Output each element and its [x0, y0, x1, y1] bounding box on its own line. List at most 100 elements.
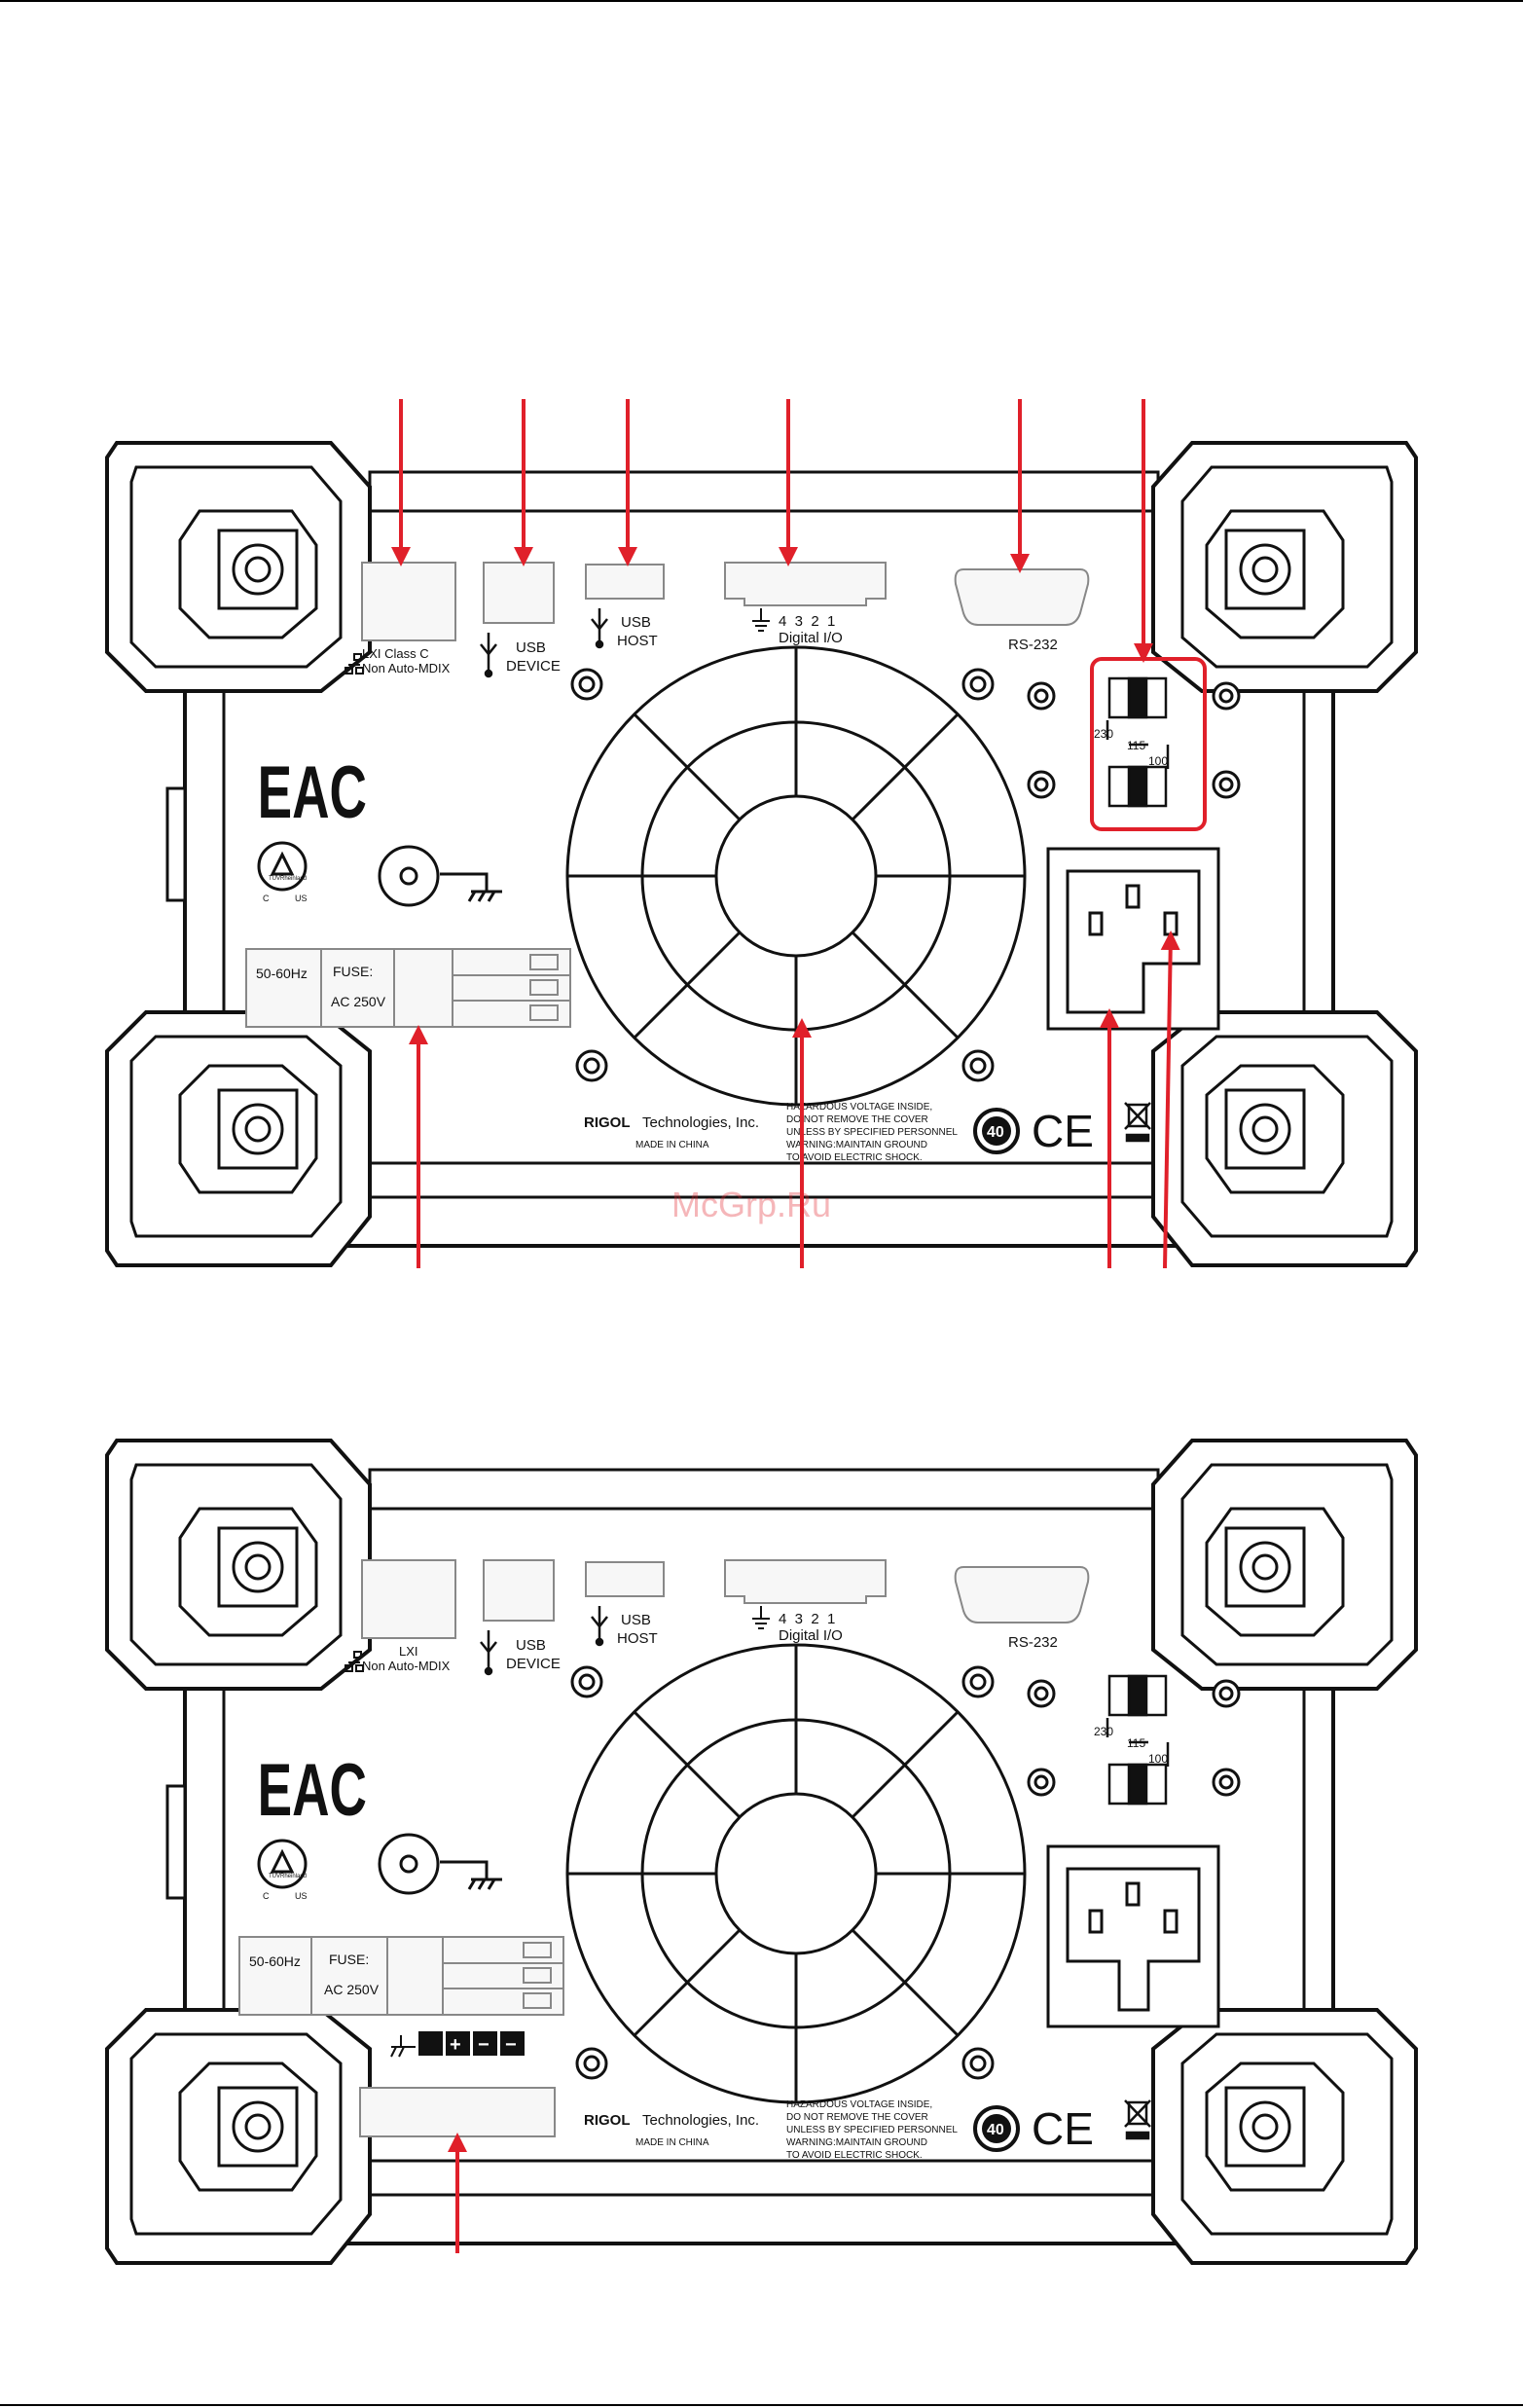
- panel-2: LXI Non Auto-MDIX USB DEVICE USB HOST 4 …: [105, 1439, 1418, 2265]
- sense-terminal: [418, 2031, 443, 2056]
- top-rail: [368, 1468, 1160, 1511]
- lan-label-1: LXI: [399, 1644, 418, 1659]
- ac-socket: [1066, 869, 1201, 1014]
- bottom-rail: [339, 2159, 1189, 2197]
- tuv-us: US: [295, 894, 308, 903]
- tuv-text: TÜVRheinland: [269, 875, 307, 882]
- usb-host-port: [585, 564, 665, 600]
- ac-inlet: [1046, 847, 1220, 1031]
- voltage-115: 115: [1127, 739, 1145, 752]
- rs232-port: [954, 1566, 1090, 1624]
- ac-inlet-pin: [1125, 884, 1141, 909]
- company-label: Technologies, Inc.: [642, 2112, 759, 2129]
- digital-pins: 4 3 2 1: [779, 613, 835, 630]
- lan-label-1: LXI Class C: [362, 646, 429, 661]
- bumper-top-right: [1151, 441, 1418, 693]
- warning-line: DO NOT REMOVE THE COVER: [786, 2112, 928, 2123]
- voltage-selector: [1106, 1674, 1170, 1806]
- fuse-freq: 50-60Hz: [249, 1953, 301, 1969]
- usb-host-label-2: HOST: [617, 1630, 658, 1647]
- sense-sign: −: [478, 2034, 490, 2056]
- warning-line: UNLESS BY SPECIFIED PERSONNEL: [786, 2125, 958, 2135]
- usb-device-label-2: DEVICE: [506, 1656, 561, 1672]
- digital-io-label: Digital I/O: [779, 1627, 843, 1644]
- panel-1: LXI Class C Non Auto-MDIX USB DEVICE USB…: [105, 399, 1418, 1269]
- fuse-label: FUSE:: [329, 1952, 369, 1967]
- tuv-us: US: [295, 1891, 308, 1901]
- lan-port: [361, 1559, 456, 1639]
- warning-line: TO AVOID ELECTRIC SHOCK.: [786, 2150, 923, 2161]
- fuse-label: FUSE:: [333, 964, 373, 979]
- sense-sign: +: [450, 2034, 461, 2056]
- voltage-230: 230: [1094, 727, 1113, 741]
- ac-inlet-pin: [1088, 1909, 1104, 1934]
- usb-host-label-2: HOST: [617, 633, 658, 649]
- lan-port: [361, 562, 456, 641]
- sense-terminal: [473, 2031, 497, 2056]
- efup-icon: [973, 2105, 1020, 2152]
- callout-arrow: [1160, 930, 1180, 1269]
- lan-label-2: Non Auto-MDIX: [362, 1659, 451, 1673]
- digital-pins: 4 3 2 1: [779, 1611, 835, 1627]
- fuse-freq: 50-60Hz: [256, 966, 308, 981]
- warning-line: UNLESS BY SPECIFIED PERSONNEL: [786, 1127, 958, 1138]
- usb-host-label-1: USB: [621, 614, 651, 631]
- watermark: McGrp.Ru: [671, 1185, 831, 1224]
- tuv-logo: [257, 841, 308, 892]
- efup-number: 40: [987, 1124, 1004, 1141]
- company-label: Technologies, Inc.: [642, 1114, 759, 1131]
- callout-arrows: [391, 399, 1180, 1269]
- efup-icon: [973, 1108, 1020, 1154]
- bumper-bottom-right: [1151, 2008, 1418, 2265]
- tuv-logo: [257, 1839, 308, 1889]
- brand-label: RIGOL: [584, 1114, 631, 1131]
- ground-icon: [752, 608, 770, 632]
- top-rail: [368, 470, 1160, 513]
- rs232-label: RS-232: [1008, 637, 1058, 653]
- brand-label: RIGOL: [584, 2112, 631, 2129]
- ac-socket: [1066, 1867, 1201, 2012]
- ce-mark: CE: [1032, 2103, 1094, 2154]
- warning-line: DO NOT REMOVE THE COVER: [786, 1114, 928, 1125]
- usb-host-port: [585, 1561, 665, 1597]
- bumper-bottom-left: [105, 1010, 372, 1267]
- ac-inlet-pin: [1125, 1881, 1141, 1907]
- fuse-rating-label: [245, 948, 571, 1028]
- digital-io-port: [724, 562, 887, 606]
- usb-icon: [591, 1606, 608, 1647]
- bumper-bottom-left: [105, 2008, 372, 2265]
- made-label: MADE IN CHINA: [635, 1140, 709, 1150]
- usb-device-label-1: USB: [516, 1637, 546, 1654]
- warning-line: HAZARDOUS VOLTAGE INSIDE,: [786, 2099, 932, 2110]
- warning-line: WARNING:MAINTAIN GROUND: [786, 1140, 927, 1150]
- eac-mark: EAC: [258, 751, 367, 834]
- bumper-top-left: [105, 441, 372, 693]
- ce-mark: CE: [1032, 1106, 1094, 1156]
- bumper-bottom-right: [1151, 1010, 1418, 1267]
- rs232-port: [954, 568, 1090, 626]
- bumper-top-right: [1151, 1439, 1418, 1691]
- digital-io-label: Digital I/O: [779, 630, 843, 646]
- rs232-label: RS-232: [1008, 1634, 1058, 1651]
- bumper-top-left: [105, 1439, 372, 1691]
- fuse-rating-label: [238, 1936, 564, 2016]
- ac-inlet: [1046, 1844, 1220, 2028]
- ground-terminal: [378, 1833, 502, 1895]
- efup-number: 40: [987, 2122, 1004, 2138]
- weee-bin-icon: [1124, 1102, 1151, 1143]
- digital-io-port: [724, 1559, 887, 1604]
- voltage-230: 230: [1094, 1725, 1113, 1738]
- usb-icon: [591, 608, 608, 649]
- weee-bin-icon: [1124, 2099, 1151, 2140]
- sense-terminal: [446, 2031, 470, 2056]
- tuv-c: C: [263, 1891, 270, 1901]
- ac-inlet-pin: [1088, 911, 1104, 936]
- blank-label-area: [359, 2087, 556, 2137]
- fuse-ac: AC 250V: [331, 994, 386, 1009]
- warning-line: WARNING:MAINTAIN GROUND: [786, 2137, 927, 2148]
- voltage-100: 100: [1148, 1752, 1168, 1766]
- sense-terminals: + − −: [390, 2031, 525, 2058]
- usb-device-label-1: USB: [516, 639, 546, 656]
- tuv-text: TÜVRheinland: [269, 1873, 307, 1879]
